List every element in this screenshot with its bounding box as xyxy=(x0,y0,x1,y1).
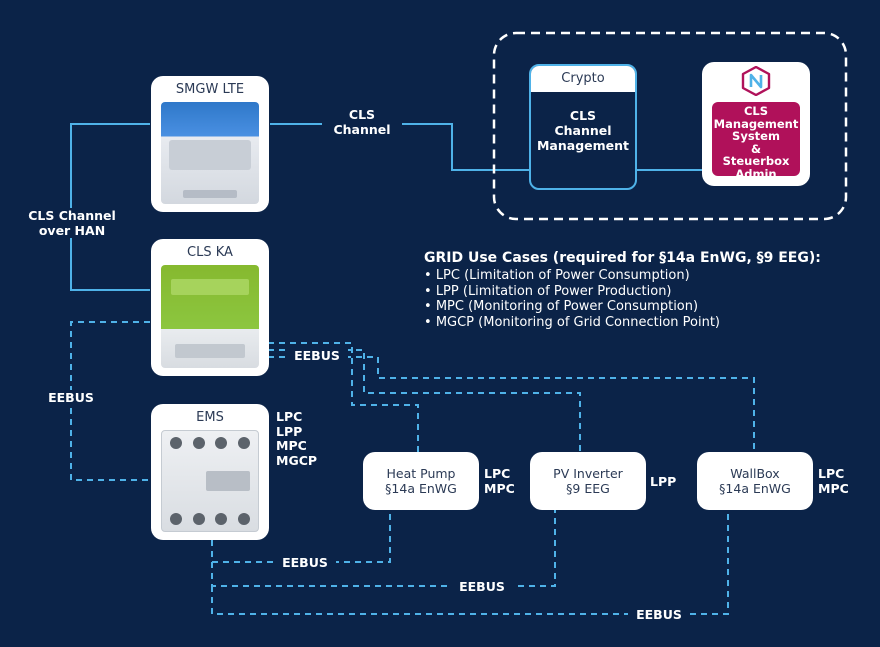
heat-pump-text: Heat Pump §14a EnWG xyxy=(385,466,457,496)
smgw-device-image xyxy=(161,102,259,204)
cls-management-system[interactable]: CLS Management System & Steuerbox Admin xyxy=(702,62,810,186)
ems-tag-lpp: LPP xyxy=(276,423,303,439)
pv-inverter-node[interactable]: PV Inverter §9 EEG xyxy=(530,452,646,510)
ems-tag-lpc: LPC xyxy=(276,409,303,424)
eebus-ems-wallbox xyxy=(211,510,729,615)
ems-device-image xyxy=(161,430,259,532)
crypto-header: Crypto xyxy=(531,66,635,92)
eebus-bottom1-label: EEBUS xyxy=(274,555,336,570)
ems-device[interactable]: EMS xyxy=(151,404,269,540)
eebus-clska-pv xyxy=(268,349,581,452)
cls-ms-text: CLS Management System & Steuerbox Admin xyxy=(712,102,800,181)
pv-inverter-text: PV Inverter §9 EEG xyxy=(553,466,623,496)
smgw-lte-device[interactable]: SMGW LTE xyxy=(151,76,269,212)
heat-pump-tag-lpc: LPC xyxy=(484,466,511,481)
cls-ka-device[interactable]: CLS KA xyxy=(151,239,269,376)
eebus-clska-wallbox xyxy=(268,356,755,452)
smgw-title: SMGW LTE xyxy=(175,82,245,97)
clska-device-image xyxy=(161,265,259,368)
ems-tag-mpc: MPC xyxy=(276,438,307,453)
eebus-bottom2-label: EEBUS xyxy=(451,579,513,594)
wallbox-tags: LPC MPC xyxy=(818,466,849,496)
eebus-bottom3-label: EEBUS xyxy=(628,607,690,622)
cls-han-line xyxy=(70,123,150,291)
pv-inverter-tags: LPP xyxy=(650,474,677,490)
grid-item-lpp: LPP (Limitation of Power Production) xyxy=(424,284,821,300)
heat-pump-node[interactable]: Heat Pump §14a EnWG xyxy=(363,452,479,510)
clska-title: CLS KA xyxy=(187,245,233,260)
wallbox-node[interactable]: WallBox §14a EnWG xyxy=(697,452,813,510)
ems-tags: LPC LPP MPC MGCP xyxy=(276,409,318,468)
cls-han-label: CLS Channel over HAN xyxy=(20,208,124,238)
crypto-box[interactable]: Crypto CLS Channel Management xyxy=(529,64,637,190)
grid-item-mgcp: MGCP (Monitoring of Grid Connection Poin… xyxy=(424,315,821,331)
wallbox-tag-mpc: MPC xyxy=(818,480,849,496)
heat-pump-tag-mpc: MPC xyxy=(484,480,515,496)
grid-item-mpc: MPC (Monitoring of Power Consumption) xyxy=(424,299,821,315)
wallbox-text: WallBox §14a EnWG xyxy=(719,466,791,496)
eebus-clska-heatpump xyxy=(268,342,419,452)
secure-zone-border xyxy=(492,31,848,221)
pv-inverter-tag-lpp: LPP xyxy=(650,474,677,489)
eebus-mid-label: EEBUS xyxy=(286,348,348,363)
grid-item-lpc: LPC (Limitation of Power Consumption) xyxy=(424,268,821,284)
cls-channel-label: CLS Channel xyxy=(322,107,402,137)
heat-pump-tags: LPC MPC xyxy=(484,466,515,496)
eebus-ems-pv xyxy=(211,510,556,587)
cls-logo-icon xyxy=(741,66,771,96)
grid-use-cases: GRID Use Cases (required for §14a EnWG, … xyxy=(424,250,821,330)
crypto-body: CLS Channel Management xyxy=(536,108,629,153)
eebus-left-label: EEBUS xyxy=(40,390,102,405)
grid-title: GRID Use Cases (required for §14a EnWG, … xyxy=(424,250,821,266)
grid-list: LPC (Limitation of Power Consumption) LP… xyxy=(424,268,821,330)
ems-tag-mgcp: MGCP xyxy=(276,452,318,468)
wallbox-tag-lpc: LPC xyxy=(818,466,845,481)
ems-title: EMS xyxy=(196,410,224,425)
